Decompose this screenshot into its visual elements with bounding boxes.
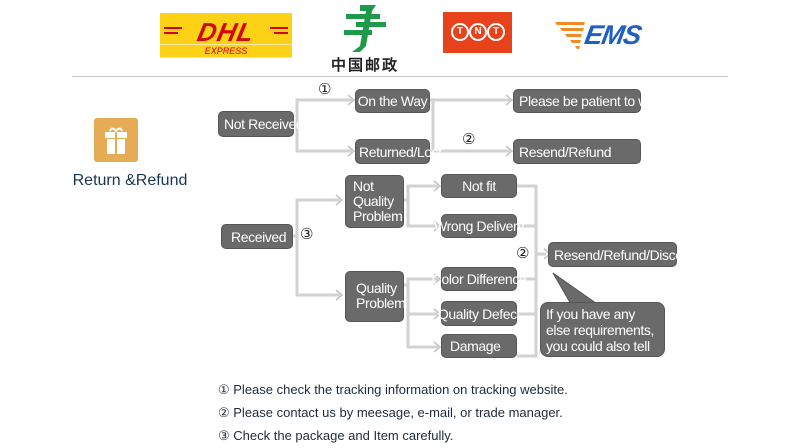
arrowhead-icon — [433, 341, 442, 353]
wrong-delivery-box: Wrong Delivery — [434, 214, 524, 238]
received-box: Received — [221, 224, 293, 249]
connector — [293, 198, 340, 238]
connector — [517, 184, 538, 358]
on-the-way-box: On the Way — [355, 89, 430, 113]
dhl-logo: DHL EXPRESS — [160, 13, 292, 58]
color-difference-box: Color Difference — [432, 267, 527, 291]
connector — [430, 98, 435, 153]
note-item: ③ Check the package and Item carefully. — [218, 428, 454, 443]
connector — [404, 277, 438, 287]
note-item: ② Please contact us by meesage, e-mail, … — [218, 405, 563, 420]
china-post-logo: 中国邮政 — [330, 2, 400, 74]
arrowhead-icon — [505, 94, 514, 106]
notes-list: ① Please check the tracking information … — [218, 378, 568, 447]
arrowhead-icon — [433, 308, 442, 320]
arrowhead-icon — [347, 94, 356, 106]
connector — [406, 200, 438, 228]
arrowhead-icon — [335, 289, 344, 301]
callout-bubble: If you have any else requirements, you c… — [540, 302, 665, 370]
tnt-letter: N — [469, 23, 487, 41]
damage-box: Damage — [441, 334, 517, 358]
section-title: Return &Refund — [72, 172, 188, 189]
resend-refund-box: Resend/Refund — [513, 139, 641, 164]
step-marker-1: ① — [318, 80, 332, 98]
ems-logo: EMS — [555, 18, 650, 52]
step-marker-2b: ② — [516, 244, 530, 262]
tnt-logo: T N T — [443, 12, 512, 53]
note-item: ① Please check the tracking information … — [218, 382, 568, 397]
not-quality-problem-box: Not Quality Problem — [345, 175, 404, 228]
step-marker-2: ② — [462, 130, 476, 148]
tnt-letter: T — [487, 23, 505, 41]
dhl-subtitle: EXPRESS — [204, 46, 248, 56]
tnt-letter: T — [451, 23, 469, 41]
arrowhead-icon — [335, 194, 344, 206]
connector — [295, 236, 340, 297]
arrowhead-icon — [505, 145, 514, 157]
gift-icon — [94, 118, 138, 162]
returned-lost-box: Returned/Lost — [355, 139, 442, 164]
connector — [404, 184, 438, 202]
not-fit-box: Not fit — [441, 174, 517, 198]
china-post-name: 中国邮政 — [330, 56, 399, 74]
header-divider — [72, 76, 728, 77]
arrowhead-icon — [433, 180, 442, 192]
quality-defect-box: Quality Defect — [438, 301, 521, 326]
connector — [295, 124, 352, 153]
step-marker-3: ③ — [300, 225, 314, 243]
arrowhead-icon — [433, 273, 442, 285]
ems-wing-icon — [555, 22, 585, 49]
arrowhead-icon — [347, 145, 356, 157]
resend-refund-discount-box: Resend/Refund/Discount — [548, 242, 701, 267]
china-post-emblem-icon — [344, 5, 386, 52]
arrowhead-icon — [433, 220, 442, 232]
connector — [406, 285, 438, 349]
patient-wait-box: Please be patient to wait — [513, 89, 662, 113]
not-received-box: Not Received — [218, 111, 304, 137]
quality-problem-box: Quality Problem — [345, 271, 406, 322]
